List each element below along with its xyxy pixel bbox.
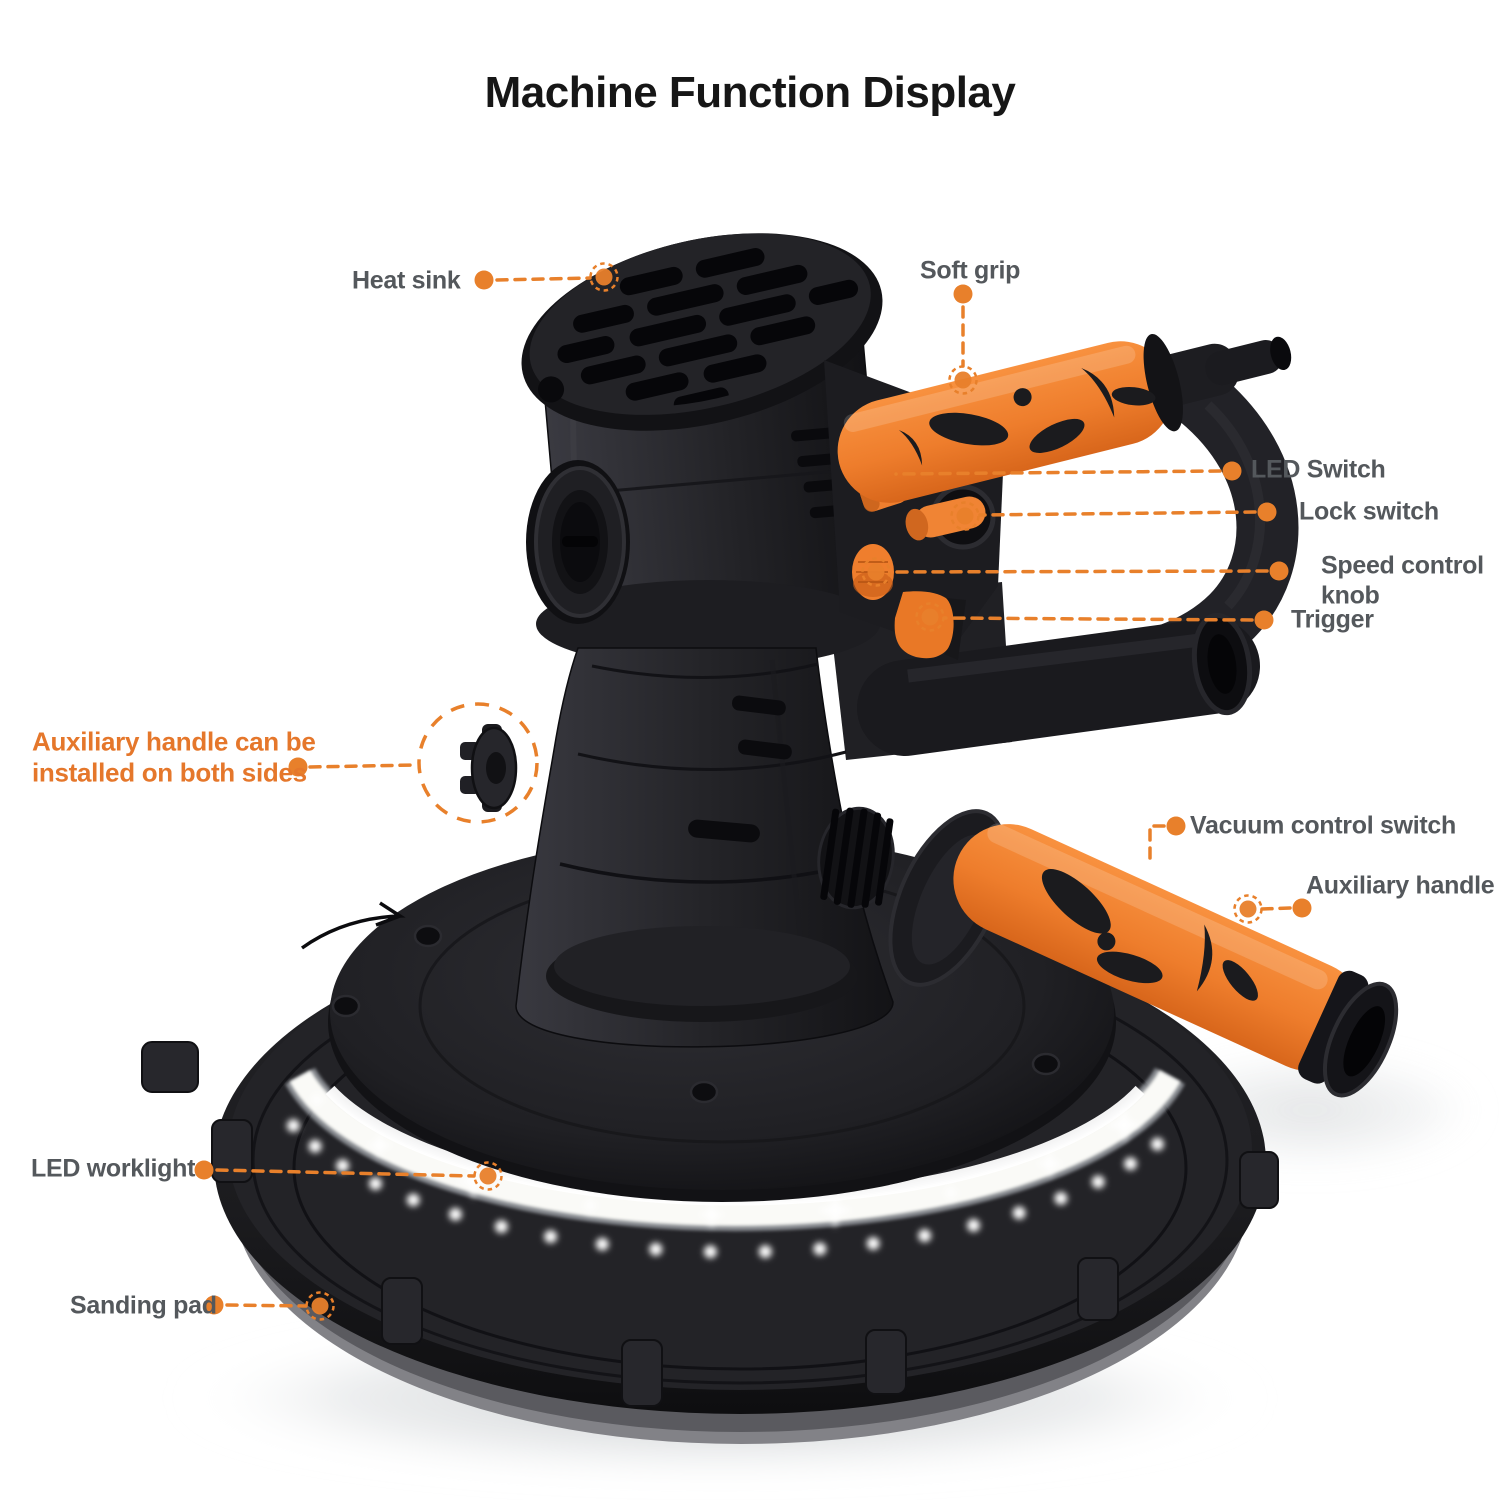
leader-line-aux-handle <box>1260 906 1292 911</box>
callout-label-vacuum-control-switch: Vacuum control switch <box>1190 811 1456 840</box>
anchor-lock-switch <box>950 501 980 531</box>
heat-sink-vents <box>557 248 859 413</box>
anchor-aux-handle <box>1233 894 1263 924</box>
callout-label-sanding-pad: Sanding pad <box>70 1291 217 1320</box>
callout-label-led-switch: LED Switch <box>1251 455 1386 484</box>
page-title: Machine Function Display <box>484 68 1016 117</box>
leader-line-sanding-pad <box>225 1303 308 1308</box>
callout-label-lock-switch: Lock switch <box>1299 497 1439 526</box>
lock-switch <box>905 484 996 550</box>
leader-line-trigger <box>942 616 1254 622</box>
led-worklight-ring <box>285 1067 1185 1259</box>
anchor-led-worklight <box>473 1161 503 1191</box>
callout-label-heat-sink: Heat sink <box>352 266 461 295</box>
brush-cap <box>526 460 630 624</box>
aux-note-highlight-circle <box>417 702 539 824</box>
callout-label-speed-control-knob: Speed control knob <box>1321 551 1484 610</box>
aux-mount-boss <box>460 724 518 812</box>
callout-label-soft-grip: Soft grip <box>920 256 1021 285</box>
leader-line-vacuum-switch <box>1148 824 1166 868</box>
leader-line-heat-sink <box>495 276 592 282</box>
anchor-trigger <box>915 602 945 632</box>
leader-line-aux-note <box>308 763 418 769</box>
anchor-speed-control <box>861 557 891 587</box>
leader-dots <box>194 270 1312 1315</box>
leader-line-led-worklight <box>215 1168 476 1178</box>
callout-label-auxiliary-handle-note: Auxiliary handle can be installed on bot… <box>32 726 316 787</box>
leader-line-led-switch <box>894 469 1222 476</box>
anchor-markers <box>305 262 1263 1321</box>
aux-handle-decals <box>1041 869 1258 1001</box>
led-sparkles <box>306 1089 1143 1229</box>
motor-collar <box>536 580 880 668</box>
led-dots <box>286 1119 1164 1259</box>
leader-line-speed-control <box>888 569 1269 574</box>
anchor-sanding-pad <box>305 1291 335 1321</box>
cone-body <box>515 647 894 1048</box>
handle-decals <box>898 368 1156 466</box>
rim-clip-tabs <box>141 1041 1279 1407</box>
auxiliary-handle <box>953 823 1399 1098</box>
callout-label-trigger: Trigger <box>1291 605 1374 634</box>
callout-label-led-worklight: LED worklight <box>31 1154 196 1183</box>
trigger <box>894 591 966 660</box>
soft-grip-handle <box>837 333 1292 503</box>
anchor-heat-sink <box>589 262 619 292</box>
leader-lines <box>215 276 1292 1308</box>
cone-slots <box>688 695 792 843</box>
aux-knob <box>817 806 895 910</box>
anchor-soft-grip <box>948 365 978 395</box>
leader-line-lock-switch <box>978 510 1257 517</box>
callout-label-auxiliary-handle: Auxiliary handle <box>1306 871 1495 900</box>
heat-sink <box>521 233 883 431</box>
